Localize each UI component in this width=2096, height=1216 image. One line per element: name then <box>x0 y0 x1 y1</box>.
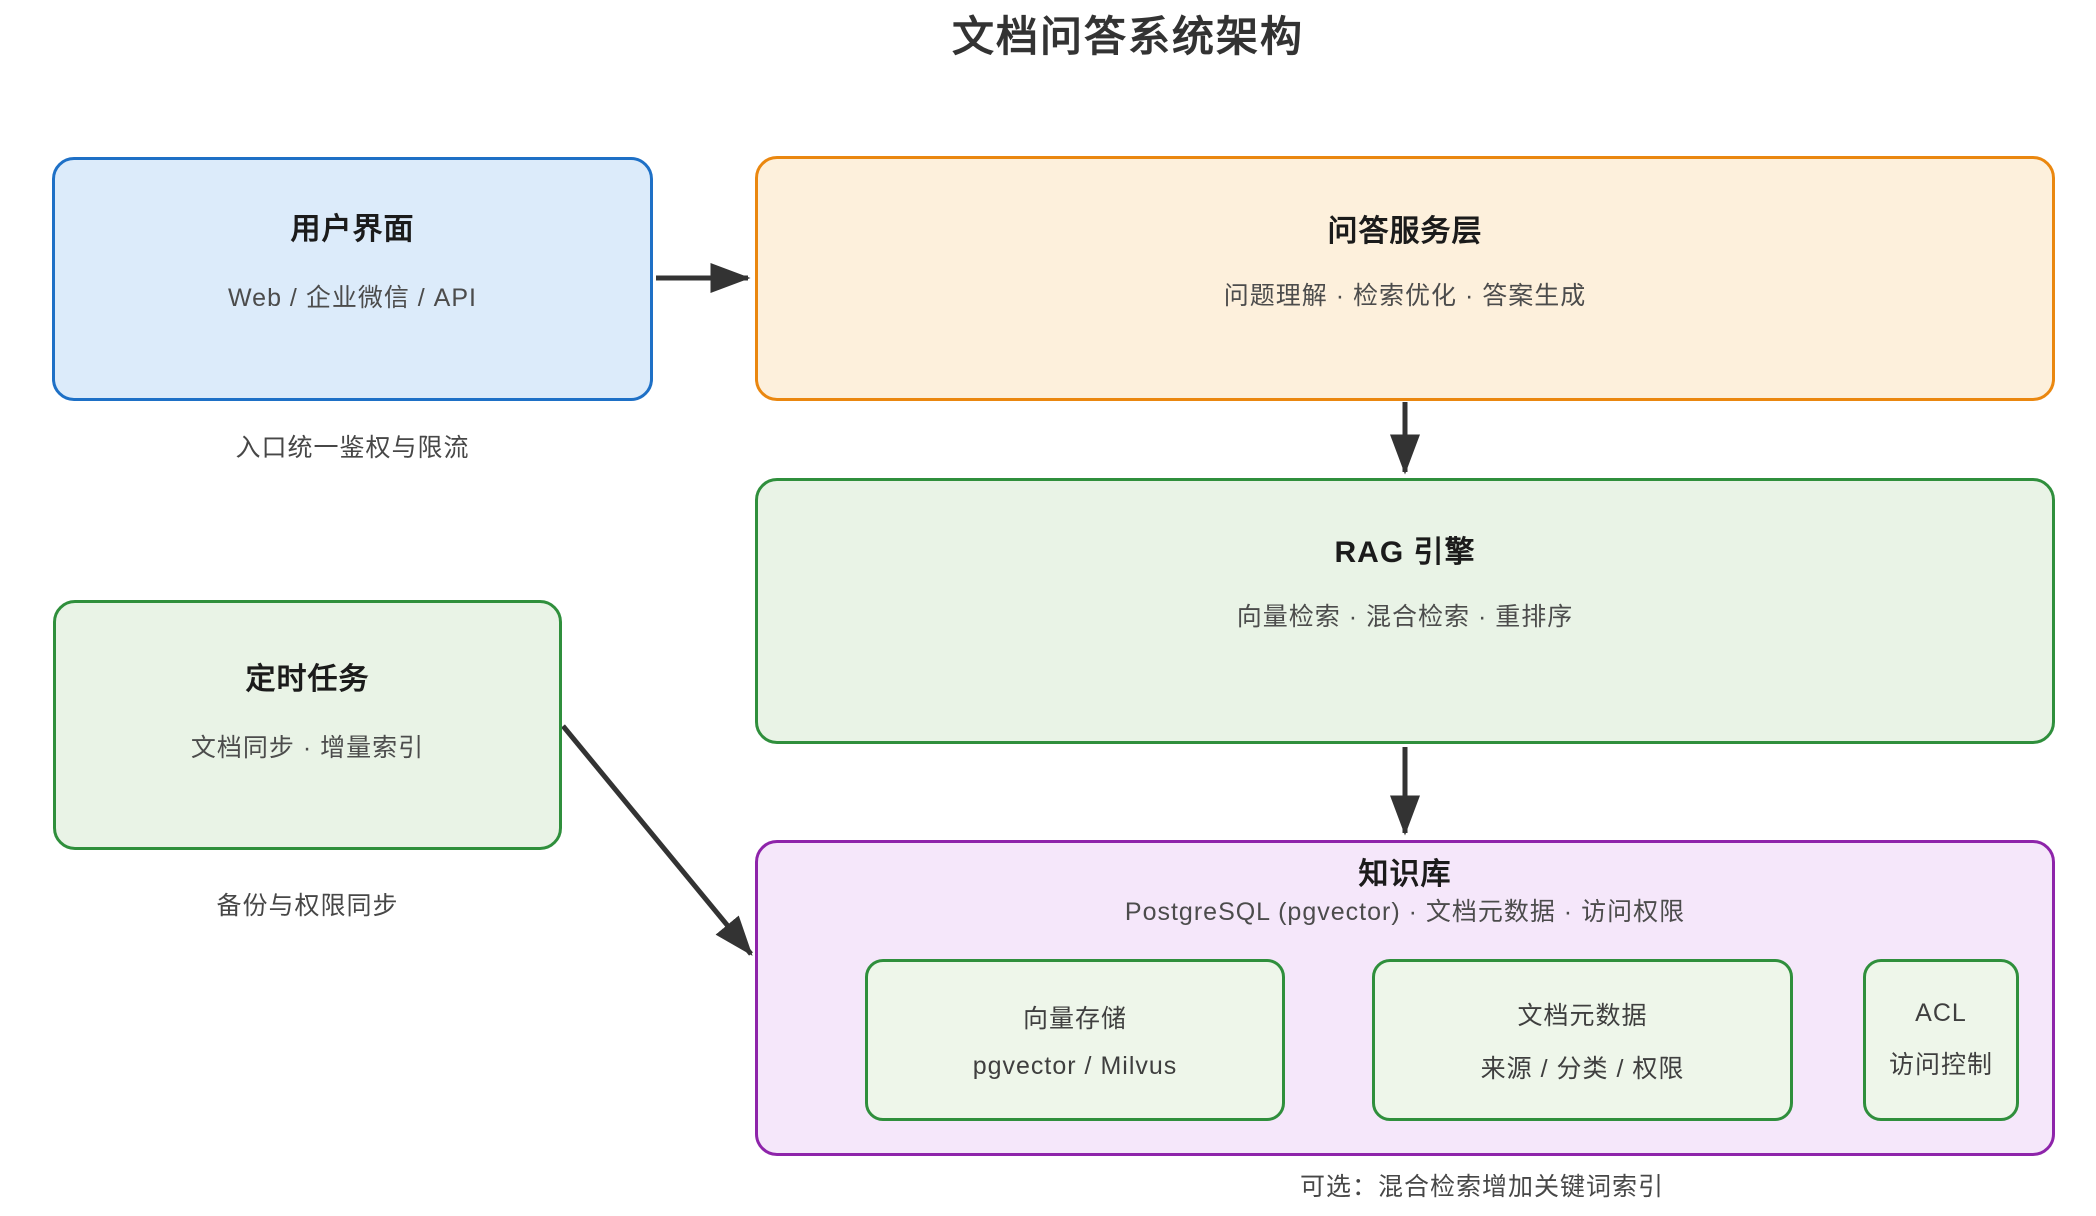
node-qa-service-layer-title: 问答服务层 <box>1327 214 1483 248</box>
node-scheduled-tasks-title: 定时任务 <box>245 663 370 696</box>
node-vector-store-subtitle: pgvector / Milvus <box>972 1052 1178 1080</box>
node-doc-metadata: 文档元数据 来源 / 分类 / 权限 <box>1372 959 1793 1121</box>
node-knowledge-base-title: 知识库 <box>1358 858 1452 891</box>
node-knowledge-base-subtitle: PostgreSQL (pgvector) · 文档元数据 · 访问权限 <box>1124 898 1686 926</box>
caption-user-interface: 入口统一鉴权与限流 <box>235 434 470 462</box>
node-vector-store: 向量存储 pgvector / Milvus <box>865 959 1285 1121</box>
node-scheduled-tasks: 定时任务 文档同步 · 增量索引 <box>53 600 562 850</box>
node-rag-engine-title: RAG 引擎 <box>1334 536 1476 569</box>
node-scheduled-tasks-subtitle: 文档同步 · 增量索引 <box>190 734 425 762</box>
diagram-title: 文档问答系统架构 <box>951 13 1304 60</box>
caption-scheduled-tasks: 备份与权限同步 <box>216 892 399 920</box>
node-rag-engine: RAG 引擎 向量检索 · 混合检索 · 重排序 <box>755 478 2055 744</box>
node-rag-engine-subtitle: 向量检索 · 混合检索 · 重排序 <box>1236 603 1574 631</box>
node-user-interface-subtitle: Web / 企业微信 / API <box>228 284 477 312</box>
caption-knowledge-base: 可选：混合检索增加关键词索引 <box>1299 1173 1664 1201</box>
node-knowledge-base: 知识库 PostgreSQL (pgvector) · 文档元数据 · 访问权限… <box>755 840 2055 1156</box>
node-acl-subtitle: 访问控制 <box>1888 1051 1993 1079</box>
arrow-cron-to-kb <box>561 724 753 956</box>
node-doc-metadata-subtitle: 来源 / 分类 / 权限 <box>1480 1054 1685 1083</box>
node-user-interface: 用户界面 Web / 企业微信 / API <box>52 157 653 401</box>
node-doc-metadata-title: 文档元数据 <box>1517 1001 1648 1030</box>
node-vector-store-title: 向量存储 <box>1022 1005 1127 1033</box>
node-acl: ACL 访问控制 <box>1863 959 2019 1121</box>
node-user-interface-title: 用户界面 <box>290 213 415 246</box>
node-acl-title: ACL <box>1915 999 1967 1027</box>
node-qa-service-layer: 问答服务层 问题理解 · 检索优化 · 答案生成 <box>755 156 2055 401</box>
node-qa-service-layer-subtitle: 问题理解 · 检索优化 · 答案生成 <box>1223 281 1587 310</box>
